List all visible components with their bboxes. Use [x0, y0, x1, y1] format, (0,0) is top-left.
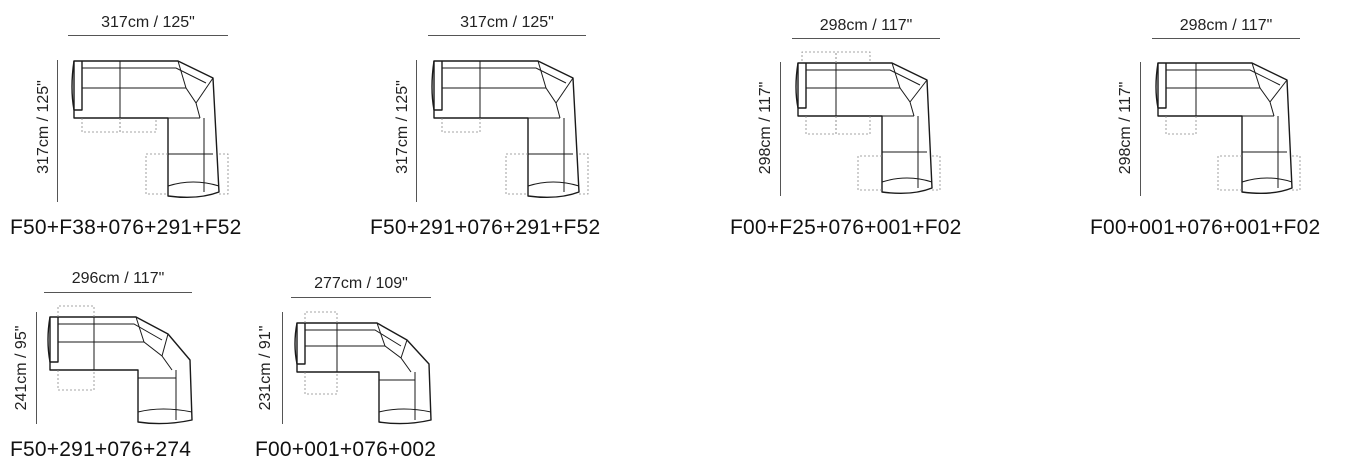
width-dimension-line [1152, 38, 1300, 39]
width-dimension-line [291, 297, 431, 298]
sofa-plan-drawing [47, 305, 193, 425]
width-dimension-line [44, 292, 192, 293]
model-code: F00+F25+076+001+F02 [730, 216, 962, 239]
model-code: F50+291+076+274 [10, 438, 192, 461]
model-code: F50+291+076+291+F52 [370, 216, 601, 239]
depth-dimension-line [36, 312, 37, 424]
sofa-plan-drawing [294, 311, 432, 425]
width-label: 317cm / 125" [460, 14, 554, 31]
width-dimension-line [792, 38, 940, 39]
depth-label: 317cm / 125" [394, 80, 411, 174]
width-dimension-line [428, 35, 586, 36]
depth-dimension-line [780, 62, 781, 196]
sofa-plan-drawing [71, 60, 229, 199]
depth-dimension-line [282, 312, 283, 424]
model-code: F50+F38+076+291+F52 [10, 216, 242, 239]
width-label: 317cm / 125" [101, 14, 195, 31]
depth-label: 241cm / 95" [13, 325, 30, 411]
depth-label: 298cm / 117" [757, 81, 774, 175]
width-label: 298cm / 117" [819, 17, 913, 34]
width-label: 277cm / 109" [314, 275, 408, 292]
depth-label: 317cm / 125" [35, 80, 52, 174]
depth-label: 298cm / 117" [1117, 81, 1134, 175]
sofa-plan-drawing [431, 60, 589, 199]
width-label: 298cm / 117" [1179, 17, 1273, 34]
sofa-plan-drawing [795, 51, 941, 195]
depth-dimension-line [416, 60, 417, 202]
depth-dimension-line [57, 60, 58, 202]
model-code: F00+001+076+001+F02 [1090, 216, 1321, 239]
width-label: 296cm / 117" [71, 270, 165, 287]
width-dimension-line [68, 35, 228, 36]
depth-label: 231cm / 91" [257, 325, 274, 411]
sofa-plan-drawing [1155, 62, 1301, 195]
depth-dimension-line [1140, 62, 1141, 196]
model-code: F00+001+076+002 [255, 438, 437, 461]
